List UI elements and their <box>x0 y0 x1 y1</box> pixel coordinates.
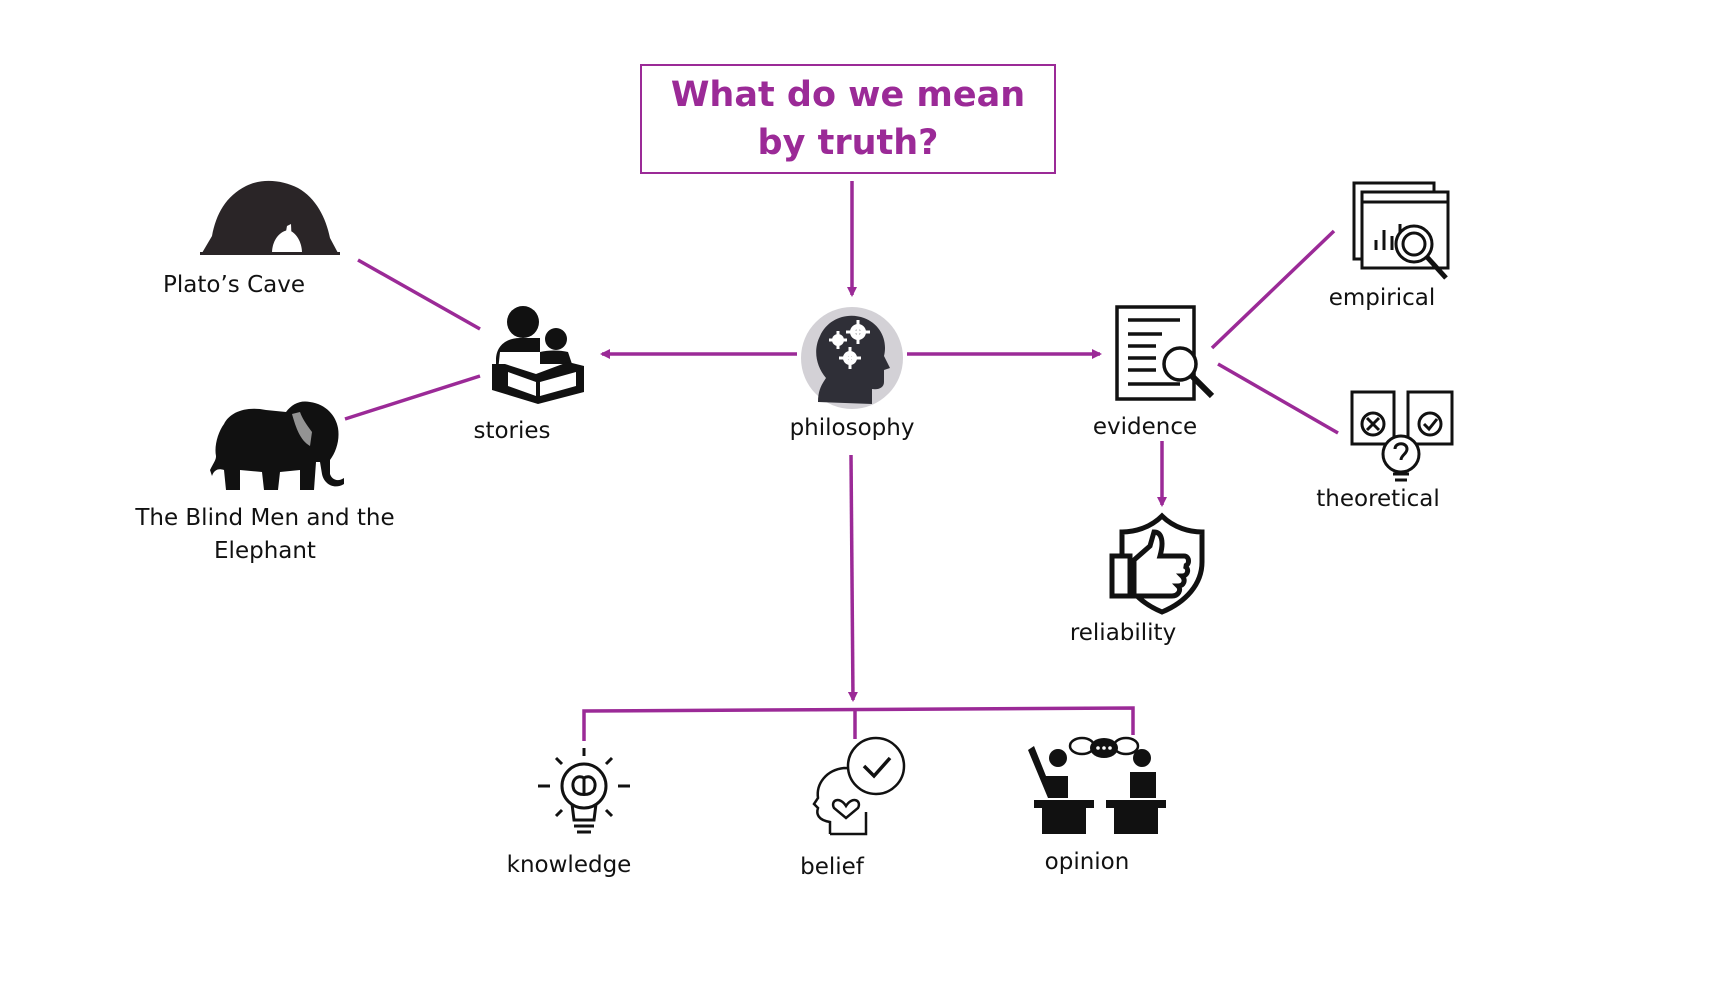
debate-icon <box>1028 736 1166 834</box>
label-reliability: reliability <box>1069 620 1177 646</box>
label-blind-men-line2: Elephant <box>214 538 316 564</box>
diagram-title: What do we mean by truth? <box>670 75 1026 163</box>
arrow-philosophy-down <box>847 454 858 702</box>
shield-thumbs-up-icon <box>1109 512 1205 615</box>
label-knowledge: knowledge <box>506 852 632 878</box>
label-belief: belief <box>800 854 864 880</box>
label-opinion: opinion <box>1044 849 1130 875</box>
link-stories-to-platos-cave <box>357 258 481 331</box>
data-analysis-icon <box>1352 181 1450 280</box>
label-philosophy: philosophy <box>789 415 915 441</box>
label-theoretical: theoretical <box>1316 486 1440 512</box>
link-stories-to-blind-men <box>344 374 481 421</box>
hypothesis-icon <box>1350 390 1454 482</box>
head-gears-icon <box>801 307 903 409</box>
label-platos-cave: Plato’s Cave <box>163 272 305 298</box>
reading-book-icon <box>492 306 584 404</box>
link-evidence-to-theoretical <box>1217 362 1339 435</box>
document-magnifier-icon <box>1115 305 1215 401</box>
elephant-icon <box>210 401 344 490</box>
link-evidence-to-empirical <box>1210 229 1336 350</box>
label-evidence: evidence <box>1092 414 1198 440</box>
lightbulb-brain-icon <box>538 748 630 834</box>
label-stories: stories <box>473 418 551 444</box>
label-blind-men-line1: The Blind Men and the <box>135 505 395 531</box>
title-box: What do we mean by truth? <box>640 64 1056 174</box>
bracket-knowledge-belief-opinion <box>582 706 1135 741</box>
label-empirical: empirical <box>1328 285 1436 311</box>
cave-icon <box>200 180 340 255</box>
head-heart-check-icon <box>812 736 906 836</box>
